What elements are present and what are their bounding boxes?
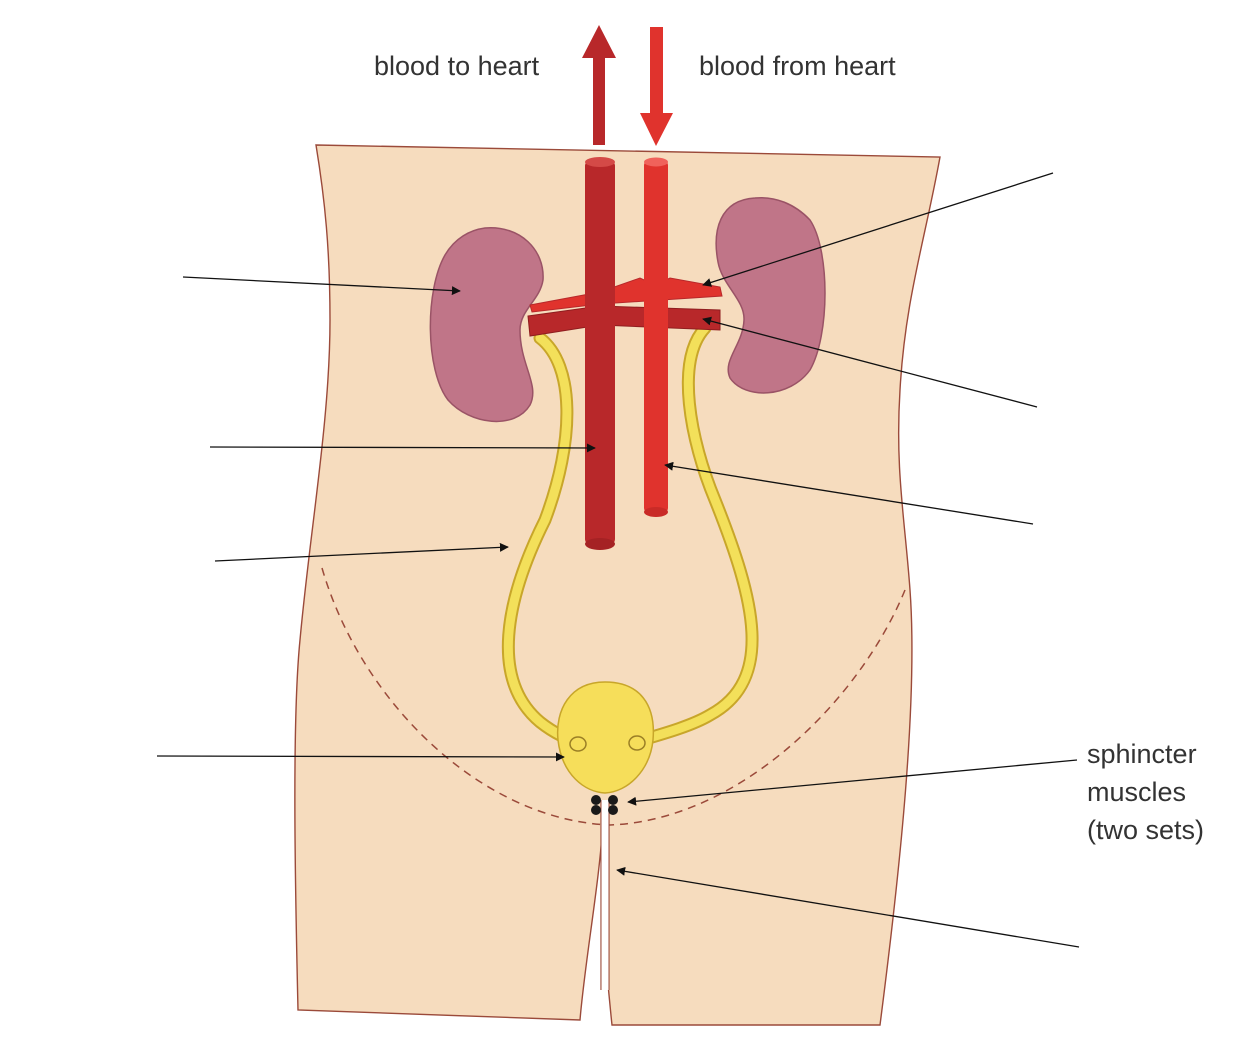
torso-outline [294, 144, 941, 1026]
sphincter-label-line3: (two sets) [1087, 815, 1205, 845]
sphincter-label-line1: sphincter [1087, 739, 1197, 769]
pointer-sphincter [627, 759, 1078, 806]
left-ureter-opening [569, 736, 587, 752]
blood-to-heart-arrow [582, 25, 616, 145]
pointer-renal-artery [702, 172, 1054, 287]
aorta [644, 160, 668, 513]
renal-artery [529, 277, 723, 313]
blood-from-heart-arrow [640, 27, 673, 146]
pointer-urethra [616, 866, 1080, 948]
left-ureter [503, 333, 585, 749]
left-kidney [429, 227, 544, 423]
pointer-vena-cava [209, 443, 596, 453]
sphincter-muscles [591, 795, 618, 815]
urethra [600, 800, 610, 990]
bladder [556, 681, 655, 794]
pointer-ureter [214, 542, 509, 562]
sphincter-label-line2: muscles [1087, 777, 1187, 807]
blood-to-heart-label: blood to heart [374, 51, 540, 81]
blood-from-heart-label: blood from heart [699, 51, 896, 81]
pointer-bladder [156, 752, 565, 762]
pointer-kidney [182, 276, 461, 296]
sphincter-muscles-label: sphincter muscles (two sets) [1087, 735, 1204, 849]
vena-cava [585, 160, 615, 545]
pointer-renal-vein [702, 316, 1038, 408]
pointer-aorta [664, 461, 1034, 525]
pelvis-dashed-line [321, 567, 906, 826]
right-ureter [630, 323, 757, 747]
right-ureter-opening [628, 735, 646, 751]
